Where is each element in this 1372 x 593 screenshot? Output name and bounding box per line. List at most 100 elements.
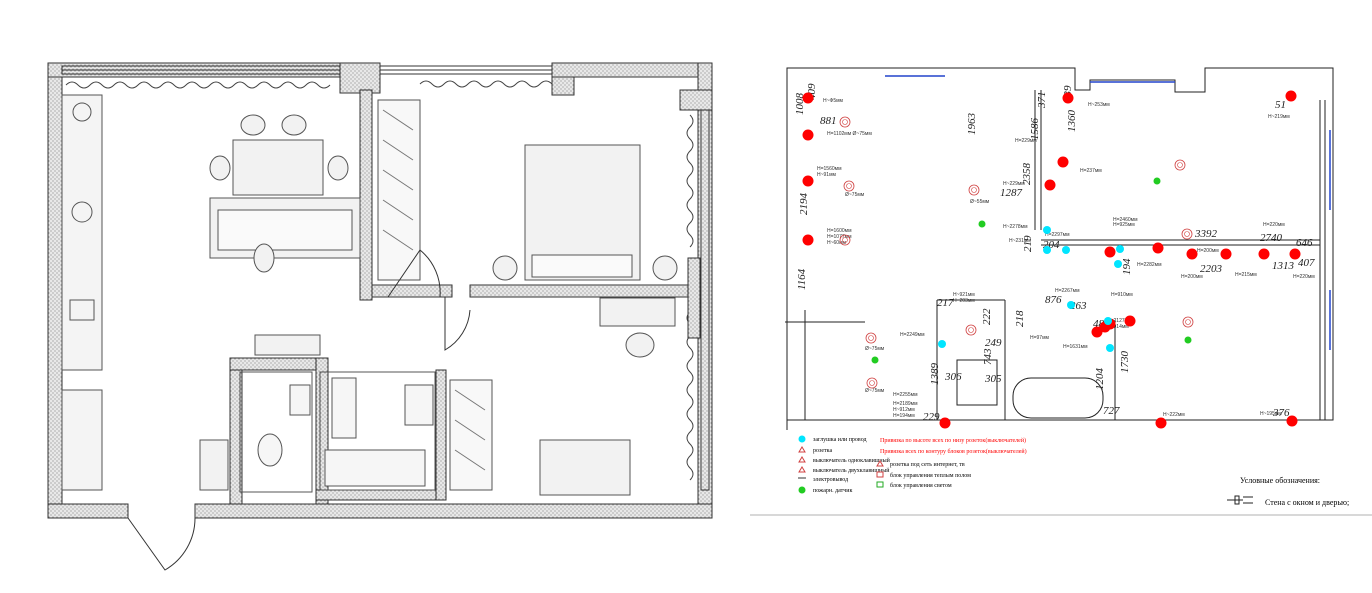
junction-mark [938, 340, 946, 348]
dimension-d407: 407 [1298, 257, 1315, 269]
socket-mark [1285, 90, 1297, 102]
dimension-d219: 219 [1022, 235, 1034, 252]
socket-mark [1289, 248, 1301, 260]
legend-switch1-icon [798, 456, 806, 463]
dimension-d249: 249 [985, 337, 1002, 349]
socket-mark [1104, 246, 1116, 258]
socket-mark [1258, 248, 1270, 260]
junction-mark [1067, 301, 1075, 309]
dimension-d1963: 1963 [966, 113, 978, 136]
dimension-d218: 218 [1014, 310, 1026, 327]
plan-note-1: Н=1102мм Ø~75мм [827, 131, 872, 137]
socket-mark [1091, 326, 1103, 338]
dimension-d371: 371 [1036, 92, 1048, 110]
lamp-inner-mark [971, 187, 977, 193]
junction-mark [1043, 246, 1051, 254]
dimension-d3392: 3392 [1194, 228, 1218, 240]
socket-mark [802, 129, 814, 141]
socket-mark [1044, 179, 1056, 191]
lamp-mark [839, 234, 851, 246]
conventions-block: Условные обозначения: Стена с окном и дв… [1227, 476, 1349, 507]
plan-note-9: Н~229мм [1003, 181, 1025, 187]
dimension-d1586: 1586 [1029, 118, 1041, 141]
smoke-detector-mark [978, 220, 986, 228]
legend-item-0: заглушка или провод [813, 437, 867, 443]
socket-mark [1155, 417, 1167, 429]
junction-mark [1114, 260, 1122, 268]
plan-note-28: Н~203мм [953, 298, 975, 304]
legend: заглушка или провод розетка выключатель … [798, 435, 1027, 494]
plan-note-30: Н=97мм [1030, 335, 1050, 341]
dimension-d1360: 1360 [1066, 110, 1078, 133]
dimension-d2194: 2194 [798, 193, 810, 216]
dimensions-layer: 1008409881219411641963128723581586371239… [794, 83, 1315, 423]
dimension-d876: 876 [1045, 294, 1062, 306]
dimension-d229: 229 [923, 411, 940, 423]
electrical-plan: 1008409881219411641963128723581586371239… [745, 0, 1372, 593]
plan-note-39: Н~195мм [1260, 411, 1282, 417]
plan-note-23: Н=215мм [1235, 272, 1257, 278]
legend-item-5: пожарн. датчик [813, 488, 852, 494]
plan-note-10: Н=237мм [1080, 168, 1102, 174]
desk [599, 297, 676, 358]
dimension-d305: 305 [984, 373, 1002, 385]
lamp-inner-mark [846, 183, 852, 189]
plan-note-40: Ø~75мм [865, 346, 885, 352]
legend-floor-heat-icon [876, 471, 884, 478]
kitchen-counter [61, 94, 103, 491]
plan-note-6: Н=1077мм [827, 234, 852, 240]
elec-walls [785, 67, 1334, 430]
legend-item-4: электровывод [813, 477, 848, 483]
legend-right-item-0: розетка под сеть интернет, тв [890, 462, 965, 468]
plan-note-38: Н~222мм [1163, 412, 1185, 418]
lamp-mark [839, 116, 851, 128]
lamp-mark [865, 332, 877, 344]
marks-layer [802, 90, 1301, 429]
dimension-d2203: 2203 [1200, 263, 1223, 275]
plan-note-0: Н~Ф5мм [823, 98, 844, 104]
plan-note-15: Н~231мм [1009, 238, 1031, 244]
lamp-inner-mark [1185, 319, 1191, 325]
plan-note-21: Н=2282мм [1137, 262, 1162, 268]
plan-note-4: Ø~75мм [845, 192, 865, 198]
plan-note-5: Н=1600мм [827, 228, 852, 234]
plan-note-35: Н=2189мм [893, 401, 918, 407]
socket-mark [802, 175, 814, 187]
legend-red-note-0: Привязка по высоте всех по низу розеток(… [880, 437, 1026, 444]
dimension-d51: 51 [1275, 99, 1286, 111]
plan-note-20: Н=220мм [1263, 222, 1285, 228]
plan-note-18: Н=2460мм [1113, 217, 1138, 223]
plan-note-22: Н=200мм [1181, 274, 1203, 280]
legend-junction-icon [798, 435, 806, 443]
dimension-d2740: 2740 [1260, 232, 1283, 244]
dimension-d48: 48 [1093, 318, 1105, 330]
plan-note-14: Н~2278мм [1003, 224, 1028, 230]
plan-note-25: Н=2267мм [1055, 288, 1080, 294]
socket-mark [939, 417, 951, 429]
lamp-mark [1182, 316, 1194, 328]
legend-smoke-icon [798, 486, 806, 494]
windows [61, 65, 710, 491]
plan-note-13: Ø~55мм [970, 199, 990, 205]
furniture-floor-plan [47, 62, 713, 571]
lamp-inner-mark [842, 237, 848, 243]
socket-mark [1124, 315, 1136, 327]
socket-mark [1152, 242, 1164, 254]
elec-windows [885, 75, 1331, 350]
dimension-d1164: 1164 [796, 268, 808, 290]
dimension-d306: 306 [944, 371, 962, 383]
lamp-inner-mark [869, 380, 875, 386]
legend-right-item-2: блок управления светом [890, 482, 952, 489]
socket-mark [1057, 156, 1069, 168]
elec-bathtub [956, 359, 1104, 419]
conventions-item: Стена с окном и дверью; [1265, 498, 1349, 507]
sofa [209, 197, 361, 273]
lamp-inner-mark [1184, 231, 1190, 237]
plan-note-41: Ø~75мм [865, 388, 885, 394]
smoke-detector-mark [871, 356, 879, 364]
lamp-mark [1181, 228, 1193, 240]
plan-note-8: Н=229мм [1015, 138, 1037, 144]
lamp-mark [1174, 159, 1186, 171]
bathroom-fixtures [239, 371, 436, 493]
lamp-inner-mark [968, 327, 974, 333]
